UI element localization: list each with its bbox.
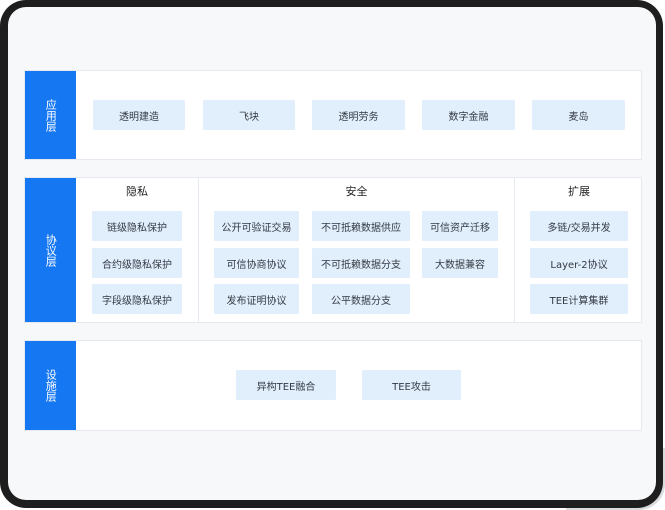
application-layer-label: 应用层 [25, 71, 76, 159]
security-item-nonrepudiable-supply[interactable]: 不可抵赖数据供应 [312, 211, 410, 241]
infra-item-tee-attack[interactable]: TEE攻击 [362, 370, 461, 400]
protocol-layer-label: 协议层 [25, 178, 76, 322]
extension-item-layer2[interactable]: Layer-2协议 [530, 248, 628, 278]
protocol-layer-label-text: 协议层 [44, 233, 58, 267]
screen: 应用层 透明建造 飞块 透明劳务 数字金融 麦岛 协议层 隐私 链级隐私保护 合… [8, 7, 656, 500]
privacy-security-divider [198, 178, 199, 322]
app-item-feikuai[interactable]: 飞块 [203, 100, 295, 130]
app-item-maidao[interactable]: 麦岛 [532, 100, 625, 130]
security-item-bigdata-compat[interactable]: 大数据兼容 [422, 248, 498, 278]
privacy-item-contract-level[interactable]: 合约级隐私保护 [92, 248, 182, 278]
security-item-fair-data-branch[interactable]: 公平数据分支 [312, 284, 410, 314]
infrastructure-layer-label: 设施层 [25, 341, 76, 430]
application-layer: 应用层 透明建造 飞块 透明劳务 数字金融 麦岛 [24, 70, 642, 160]
security-column-title: 安全 [345, 185, 368, 198]
security-item-nonrepudiable-branch[interactable]: 不可抵赖数据分支 [312, 248, 410, 278]
infra-item-heterogeneous-tee[interactable]: 异构TEE融合 [236, 370, 336, 400]
extension-column-title: 扩展 [568, 185, 590, 198]
security-item-trusted-asset-migration[interactable]: 可信资产迁移 [422, 211, 498, 241]
infrastructure-layer: 设施层 异构TEE融合 TEE攻击 [24, 340, 642, 431]
security-item-trusted-negotiation[interactable]: 可信协商协议 [214, 248, 299, 278]
app-item-digital-finance[interactable]: 数字金融 [422, 100, 515, 130]
security-extension-divider [514, 178, 515, 322]
application-layer-label-text: 应用层 [44, 98, 58, 132]
protocol-layer: 协议层 隐私 链级隐私保护 合约级隐私保护 字段级隐私保护 安全 公开可验证交易… [24, 177, 642, 323]
infrastructure-layer-label-text: 设施层 [44, 369, 58, 402]
app-item-transparent-construction[interactable]: 透明建造 [93, 100, 185, 130]
security-item-publish-proof[interactable]: 发布证明协议 [214, 284, 299, 314]
app-item-transparent-labor[interactable]: 透明劳务 [312, 100, 405, 130]
security-item-public-verifiable-tx[interactable]: 公开可验证交易 [214, 211, 299, 241]
privacy-column-title: 隐私 [126, 185, 148, 198]
extension-item-tee-cluster[interactable]: TEE计算集群 [530, 284, 628, 314]
privacy-item-field-level[interactable]: 字段级隐私保护 [92, 284, 182, 314]
extension-item-multichain[interactable]: 多链/交易并发 [530, 211, 628, 241]
privacy-item-chain-level[interactable]: 链级隐私保护 [92, 211, 182, 241]
